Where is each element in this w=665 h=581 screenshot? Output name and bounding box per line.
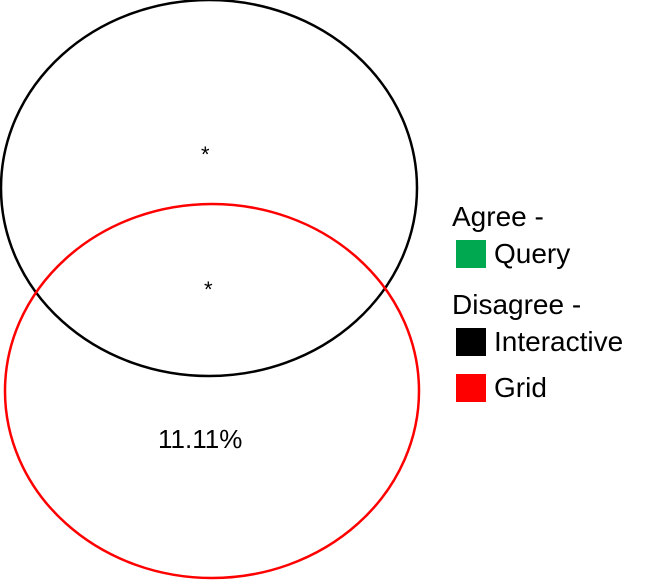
legend-item-query: Query xyxy=(452,234,657,274)
query-swatch xyxy=(456,240,486,268)
black-only-region-label: * xyxy=(201,142,210,167)
red-only-region-label: 11.11% xyxy=(158,424,243,454)
agree-heading: Agree - xyxy=(452,201,544,232)
legend-item-label: Query xyxy=(494,238,571,269)
legend-item-interactive: Interactive xyxy=(452,322,657,362)
legend-item-grid: Grid xyxy=(452,368,657,408)
legend-item-label: Interactive xyxy=(494,326,624,357)
legend: Agree - Query Disagree - Interactive Gri… xyxy=(452,200,657,408)
disagree-heading: Disagree - xyxy=(452,289,582,320)
grid-set-circle xyxy=(3,202,421,580)
legend-item-label: Grid xyxy=(494,372,547,403)
interactive-set-circle xyxy=(0,0,419,378)
overlap-region-label: * xyxy=(204,277,213,302)
grid-swatch xyxy=(456,374,486,402)
interactive-swatch xyxy=(456,328,486,356)
